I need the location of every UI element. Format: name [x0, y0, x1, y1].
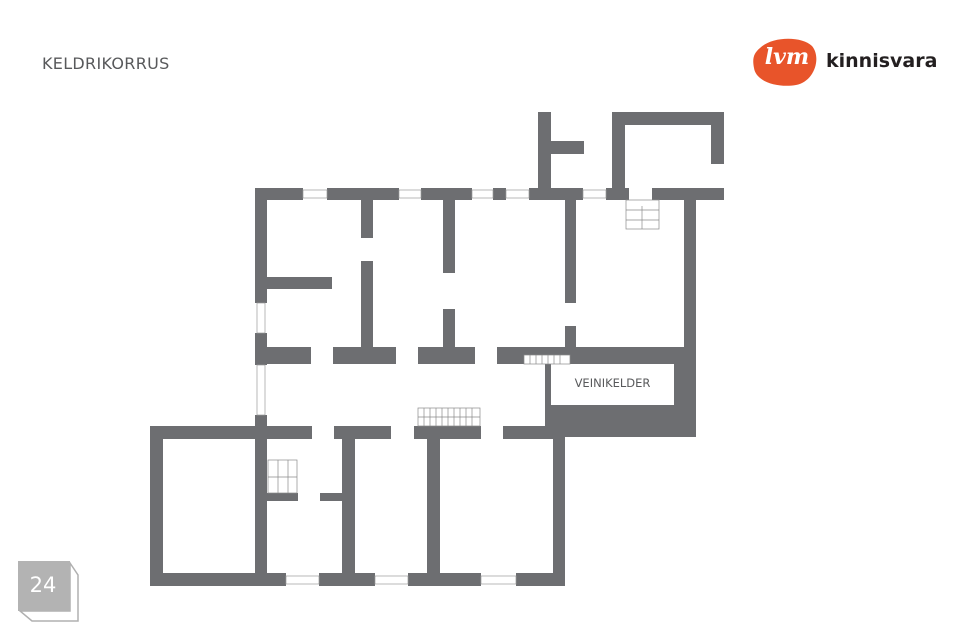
room-label-veinikelder: VEINIKELDER [574, 376, 651, 390]
floor-title: KELDRIKORRUS [42, 54, 170, 73]
walls [150, 112, 724, 586]
windows [256, 189, 607, 585]
stairs [267, 199, 660, 494]
logo-wordmark: kinnisvara [826, 50, 938, 72]
wine-cellar-room [551, 364, 674, 405]
logo-mark: lvm [764, 44, 810, 70]
page-badge-icon [18, 561, 79, 622]
logo-blob-icon [753, 38, 817, 86]
lvm-kinnisvara-logo: lvm kinnisvara [752, 38, 937, 88]
page-number: 24 [29, 573, 57, 597]
